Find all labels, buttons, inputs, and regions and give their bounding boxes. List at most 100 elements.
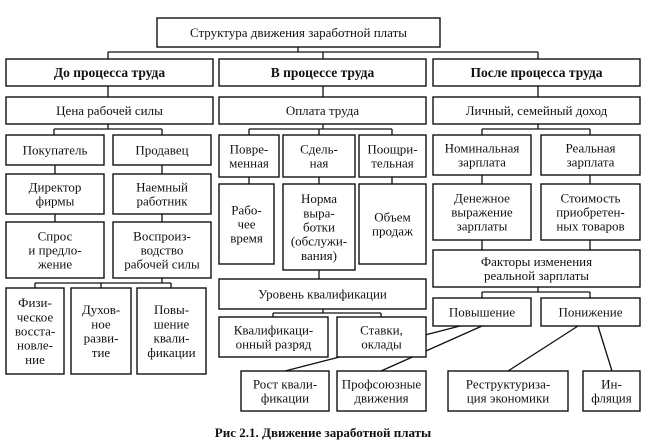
node-monetary-box: [432, 183, 532, 241]
node-reprod-line-2: водство: [141, 243, 184, 258]
node-spiritual-line-4: тие: [92, 345, 111, 360]
node-physical-line-4: новле-: [17, 338, 53, 353]
node-bonus-pay-box: [358, 134, 427, 178]
node-seller-box: [112, 134, 212, 166]
node-real-line-1: Реальная: [566, 140, 616, 155]
node-factors-line-2: реальной зарплаты: [484, 268, 589, 283]
node-monetary-line-1: Денежное: [454, 190, 510, 205]
node-rates: Ставки,оклады: [336, 316, 427, 358]
node-labor-price-box: [5, 96, 214, 125]
node-qual-growth: Рост квали-фикации: [240, 370, 330, 412]
node-physical-line-2: ческое: [17, 309, 54, 324]
node-root: Структура движения заработной платы: [156, 17, 441, 48]
node-during: В процессе труда: [218, 58, 427, 87]
node-reprod-line-1: Воспроиз-: [133, 228, 191, 243]
node-sales-line-2: продаж: [372, 224, 414, 239]
node-buyer-line-1: Покупатель: [23, 143, 88, 158]
node-bonus-pay-line-2: тельная: [371, 156, 414, 171]
node-qual-grade: Квалификаци-онный разряд: [218, 316, 329, 358]
node-time-pay-line-2: менная: [229, 156, 269, 171]
node-director-line-1: Директор: [29, 179, 82, 194]
node-after: После процесса труда: [432, 58, 641, 87]
node-skill-up-line-4: фикации: [147, 345, 195, 360]
node-labor-pay: Оплата труда: [218, 96, 427, 125]
node-norm-box: [282, 183, 356, 271]
node-spiritual-line-1: Духов-: [82, 302, 120, 317]
node-qual-level-box: [218, 278, 427, 310]
node-norm-line-5: вания): [301, 248, 337, 263]
node-factors-line-1: Факторы изменения: [481, 254, 592, 269]
node-hired-line-2: работник: [136, 194, 188, 209]
node-rates-box: [336, 316, 427, 358]
node-inflation-box: [582, 370, 641, 412]
node-work-time-line-3: время: [230, 231, 263, 246]
node-skill-up-box: [136, 287, 207, 375]
node-sales-line-1: Объем: [374, 209, 410, 224]
node-restructure: Реструктуриза-ция экономики: [447, 370, 569, 412]
node-income: Личный, семейный доход: [432, 96, 641, 125]
node-norm-line-2: выра-: [303, 205, 334, 220]
node-rates-line-1: Ставки,: [360, 322, 403, 337]
node-supply-box: [5, 221, 105, 279]
node-rates-line-2: оклады: [361, 337, 402, 352]
node-before-box: [5, 58, 214, 87]
node-labor-pay-line-1: Оплата труда: [286, 103, 360, 118]
node-reprod-line-3: рабочей силы: [124, 257, 200, 272]
node-restructure-box: [447, 370, 569, 412]
node-decrease: Понижение: [540, 297, 641, 327]
node-nominal-line-1: Номинальная: [445, 140, 520, 155]
node-unions-line-1: Профсоюзные: [342, 376, 422, 391]
node-physical-line-5: ние: [25, 352, 45, 367]
figure-caption: Рис 2.1. Движение заработной платы: [215, 425, 431, 440]
node-work-time-line-2: чее: [237, 217, 255, 232]
node-piece-pay-box: [282, 134, 356, 178]
node-qual-grade-line-2: онный разряд: [236, 337, 312, 352]
node-sales-box: [358, 183, 427, 265]
node-during-box: [218, 58, 427, 87]
node-factors-box: [432, 249, 641, 288]
node-work-time-line-1: Рабо-: [231, 202, 261, 217]
node-nominal-line-2: зарплата: [458, 155, 506, 170]
node-before-line-1: До процесса труда: [54, 65, 166, 80]
node-spiritual-line-2: ное: [91, 316, 111, 331]
node-cost-line-2: приобретен-: [556, 205, 625, 220]
node-piece-pay: Сдель-ная: [282, 134, 356, 178]
node-bonus-pay-line-1: Поощри-: [367, 141, 417, 156]
node-qual-growth-line-2: фикации: [261, 391, 309, 406]
node-monetary-line-3: зарплаты: [457, 219, 508, 234]
node-inflation-line-1: Ин-: [601, 376, 622, 391]
node-physical-line-3: восста-: [15, 324, 55, 339]
node-work-time-box: [218, 183, 275, 265]
node-norm-line-3: ботки: [303, 220, 335, 235]
node-increase-line-1: Повышение: [449, 305, 515, 320]
node-inflation: Ин-фляция: [582, 370, 641, 412]
node-norm-line-4: (обслужи-: [291, 234, 347, 249]
node-during-line-1: В процессе труда: [271, 65, 375, 80]
node-before: До процесса труда: [5, 58, 214, 87]
node-seller-line-1: Продавец: [135, 143, 188, 158]
node-seller: Продавец: [112, 134, 212, 166]
node-bonus-pay: Поощри-тельная: [358, 134, 427, 178]
node-skill-up-line-2: шение: [154, 316, 190, 331]
connector-49: [507, 325, 579, 372]
node-cost-line-1: Стоимость: [561, 190, 621, 205]
node-nominal-box: [432, 134, 532, 176]
node-after-line-1: После процесса труда: [470, 65, 602, 80]
node-income-line-1: Личный, семейный доход: [466, 103, 608, 118]
node-skill-up-line-3: квали-: [154, 331, 190, 346]
node-inflation-line-2: фляция: [591, 391, 631, 406]
node-hired-line-1: Наемный: [136, 179, 188, 194]
node-norm-line-1: Норма: [301, 191, 337, 206]
